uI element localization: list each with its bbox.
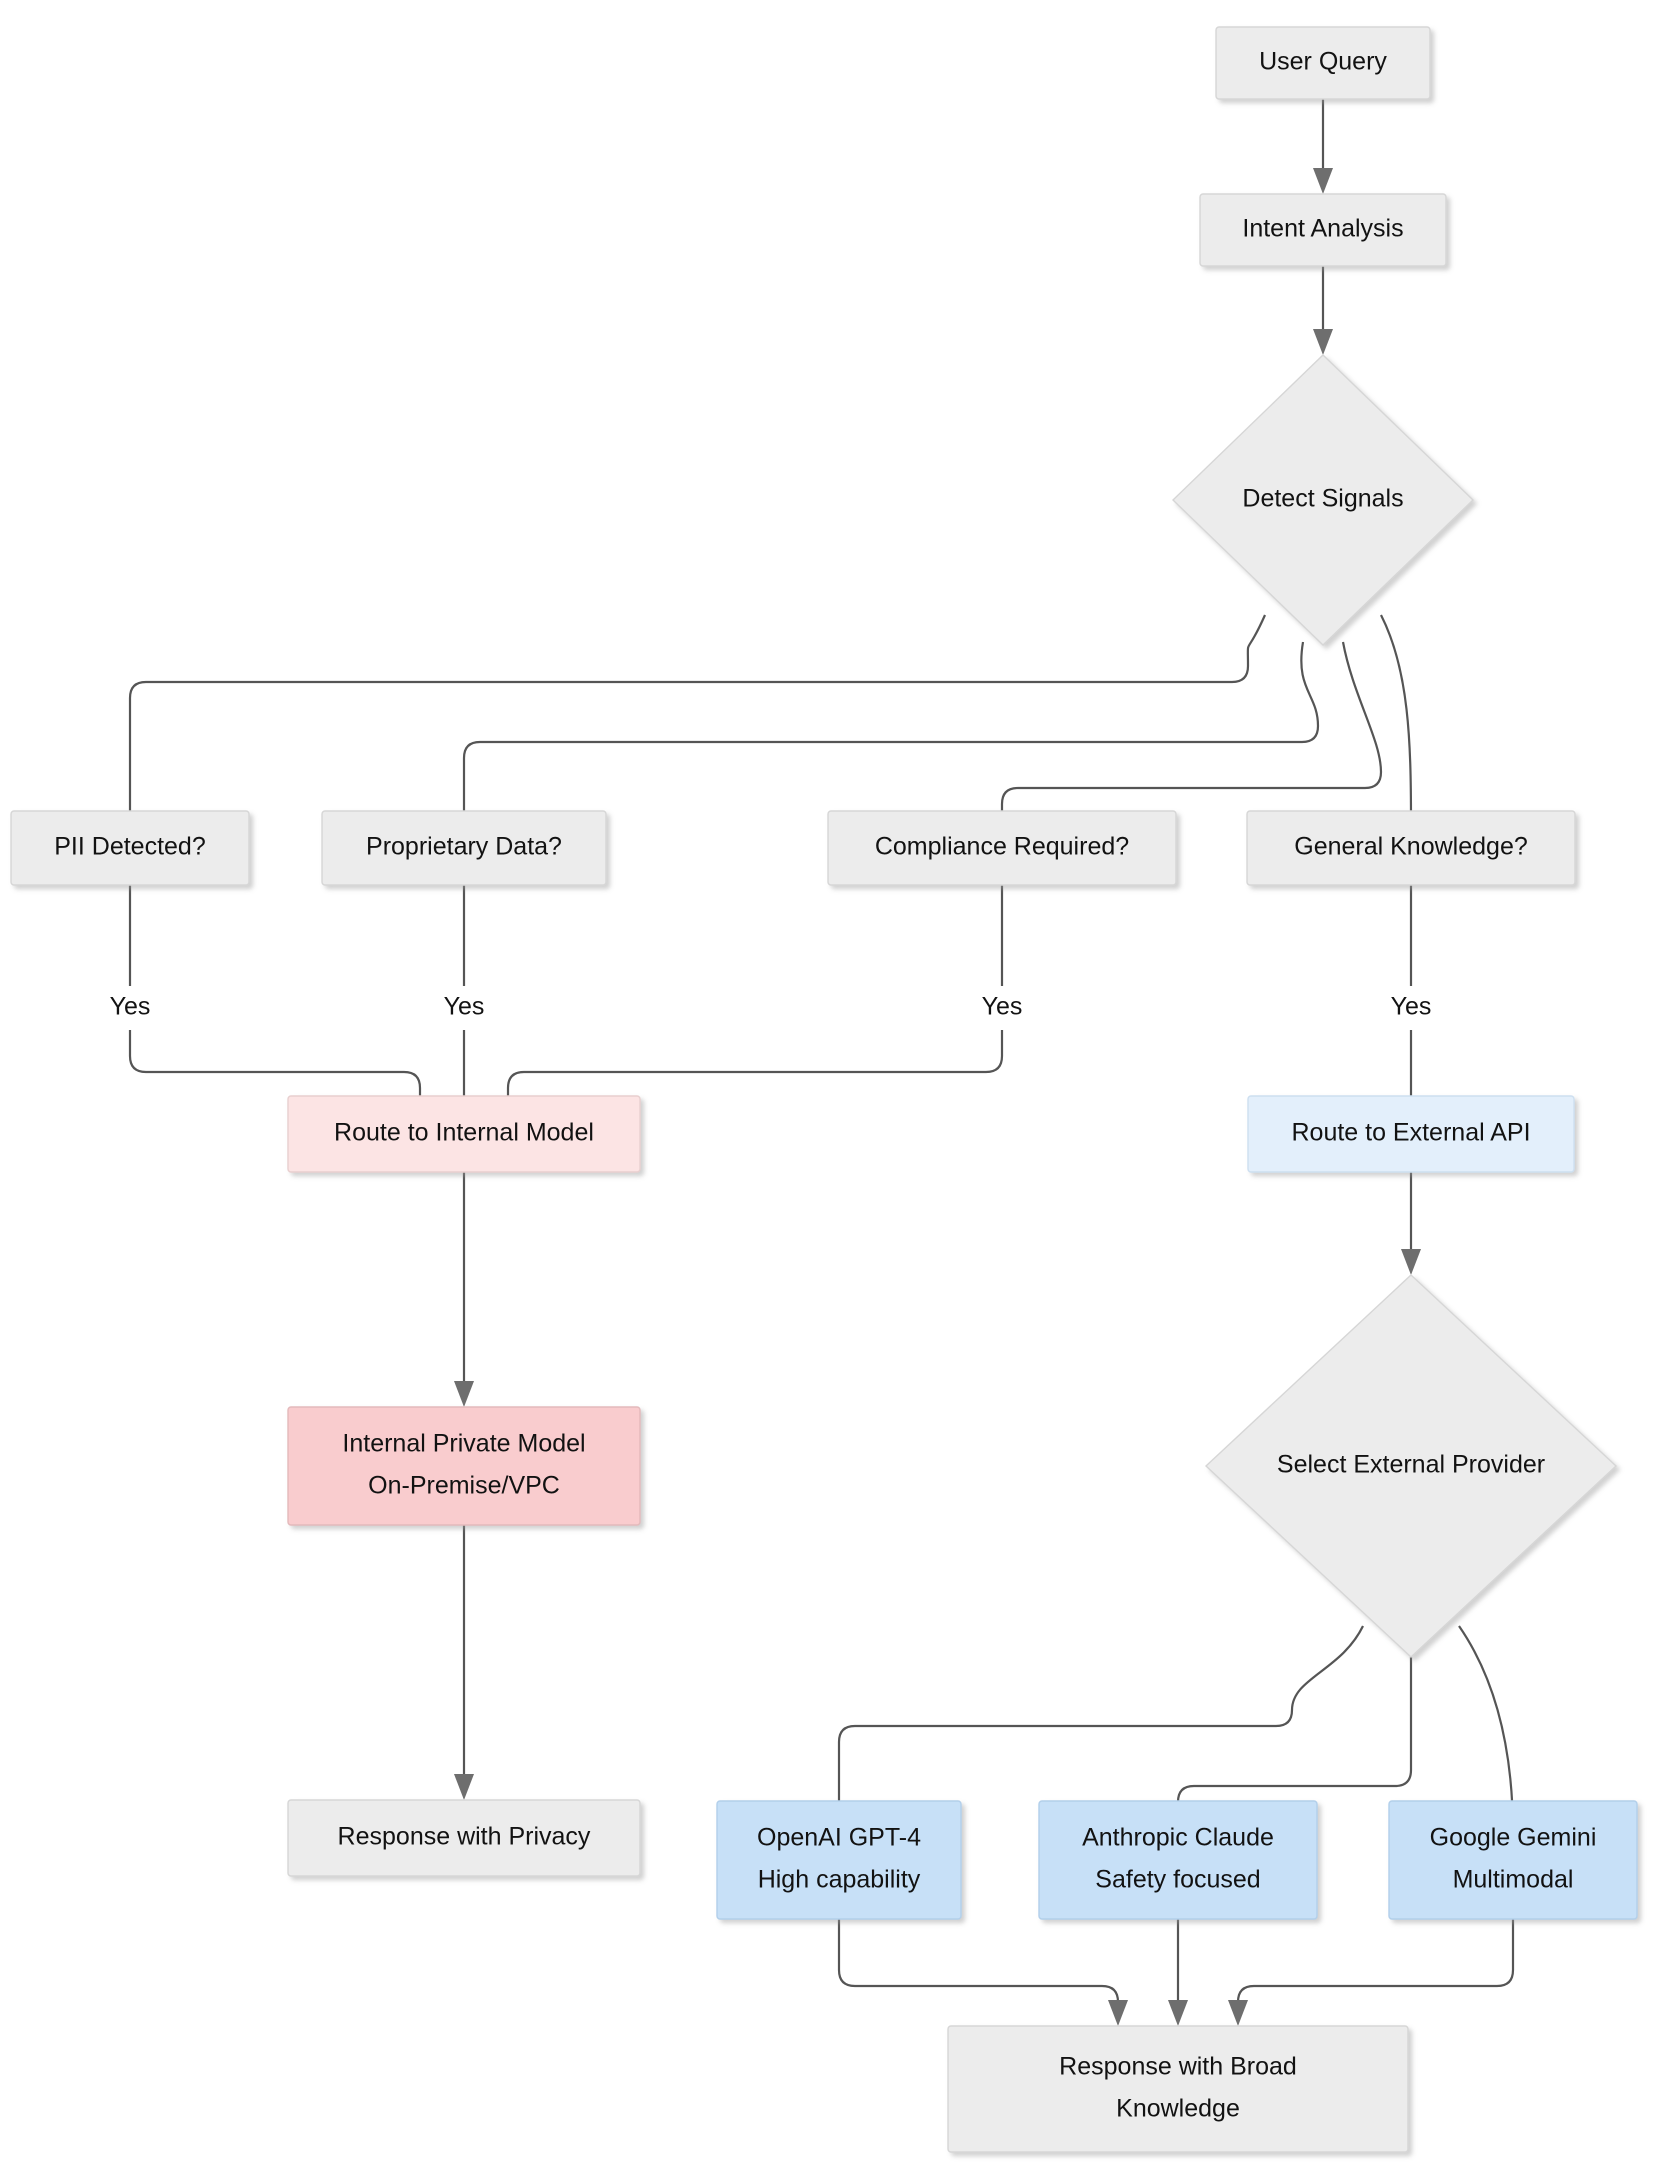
node-label-pii-detected: PII Detected? <box>54 833 205 861</box>
edge-labels-layer: Yes Yes Yes Yes <box>110 993 1432 1021</box>
edge-detect-signals-to-compliance-required <box>1000 641 1383 822</box>
node-compliance-required[interactable]: Compliance Required? <box>827 810 1177 886</box>
node-shape-diamond <box>1171 354 1475 646</box>
edge-detect-signals-to-general-knowledge <box>1380 614 1413 823</box>
edge-internal-model-to-response-privacy-arrowhead <box>454 1774 474 1800</box>
node-label-google-gemini: Google Gemini <box>1430 1824 1597 1852</box>
edge-intent-analysis-to-detect-signals-arrowhead <box>1313 329 1333 355</box>
node-label-google-gemini: Multimodal <box>1453 1866 1574 1894</box>
node-label-response-broad: Response with Broad <box>1059 2053 1297 2081</box>
node-select-provider[interactable]: Select External Provider <box>1204 1274 1618 1658</box>
node-proprietary-data[interactable]: Proprietary Data? <box>321 810 607 886</box>
node-label-anthropic-claude: Safety focused <box>1095 1866 1260 1894</box>
edge-google-gemini-to-response-broad <box>1236 1919 1515 2003</box>
edge-anthropic-claude-to-response-broad-arrowhead <box>1168 2000 1188 2026</box>
edge-label-yes-pii: Yes <box>110 993 151 1021</box>
node-response-privacy[interactable]: Response with Privacy <box>287 1799 641 1877</box>
node-label-detect-signals: Detect Signals <box>1242 485 1403 513</box>
node-shape-rect <box>321 810 607 886</box>
node-intent-analysis[interactable]: Intent Analysis <box>1199 193 1447 267</box>
node-shape-rect <box>1247 1095 1575 1173</box>
node-detect-signals[interactable]: Detect Signals <box>1171 354 1475 646</box>
node-shape-diamond <box>1204 1274 1618 1658</box>
node-label-response-broad: Knowledge <box>1116 2095 1240 2123</box>
node-label-intent-analysis: Intent Analysis <box>1242 215 1403 243</box>
node-shape-rect <box>1199 193 1447 267</box>
node-label-openai-gpt4: OpenAI GPT-4 <box>757 1824 921 1852</box>
node-route-internal[interactable]: Route to Internal Model <box>287 1095 641 1173</box>
edge-label-yes-comp: Yes <box>982 993 1023 1021</box>
edge-compliance-required-to-route-internal <box>506 1030 1004 1108</box>
edge-select-provider-to-openai-gpt4 <box>837 1625 1364 1834</box>
edge-openai-gpt4-to-response-broad <box>837 1919 1120 2003</box>
node-label-route-internal: Route to Internal Model <box>334 1119 594 1147</box>
edge-user-query-to-intent-analysis-arrowhead <box>1313 168 1333 194</box>
node-label-internal-model: On-Premise/VPC <box>368 1472 560 1500</box>
node-shape-rect <box>947 2025 1409 2153</box>
node-shape-rect <box>716 1800 962 1920</box>
node-general-knowledge[interactable]: General Knowledge? <box>1246 810 1576 886</box>
node-route-external[interactable]: Route to External API <box>1247 1095 1575 1173</box>
node-shape-rect <box>1038 1800 1318 1920</box>
node-shape-rect <box>287 1799 641 1877</box>
edge-google-gemini-to-response-broad-arrowhead <box>1228 2000 1248 2026</box>
node-label-anthropic-claude: Anthropic Claude <box>1082 1824 1274 1852</box>
node-pii-detected[interactable]: PII Detected? <box>10 810 250 886</box>
node-shape-rect <box>1246 810 1576 886</box>
node-label-openai-gpt4: High capability <box>758 1866 921 1894</box>
edge-select-provider-to-anthropic-claude <box>1176 1656 1413 1834</box>
node-label-internal-model: Internal Private Model <box>342 1430 585 1458</box>
node-user-query[interactable]: User Query <box>1215 26 1431 100</box>
node-label-route-external: Route to External API <box>1291 1119 1530 1147</box>
node-label-general-knowledge: General Knowledge? <box>1294 833 1528 861</box>
node-shape-rect <box>10 810 250 886</box>
node-label-response-privacy: Response with Privacy <box>338 1823 591 1851</box>
node-shape-rect <box>1215 26 1431 100</box>
node-label-proprietary-data: Proprietary Data? <box>366 833 562 861</box>
edge-detect-signals-to-pii-detected <box>128 614 1267 822</box>
node-label-compliance-required: Compliance Required? <box>875 833 1129 861</box>
edge-detect-signals-to-proprietary-data <box>462 641 1320 822</box>
node-label-select-provider: Select External Provider <box>1277 1451 1545 1479</box>
node-shape-rect <box>1388 1800 1638 1920</box>
edge-route-external-to-select-provider-arrowhead <box>1401 1249 1421 1275</box>
node-shape-rect <box>287 1406 641 1526</box>
edge-pii-detected-to-route-internal <box>128 1030 422 1108</box>
node-shape-rect <box>287 1095 641 1173</box>
node-label-user-query: User Query <box>1259 48 1387 76</box>
edge-route-internal-to-internal-model-arrowhead <box>454 1381 474 1407</box>
edge-label-yes-gen: Yes <box>1391 993 1432 1021</box>
edge-openai-gpt4-to-response-broad-arrowhead <box>1108 2000 1128 2026</box>
edge-label-yes-prop: Yes <box>444 993 485 1021</box>
node-shape-rect <box>827 810 1177 886</box>
